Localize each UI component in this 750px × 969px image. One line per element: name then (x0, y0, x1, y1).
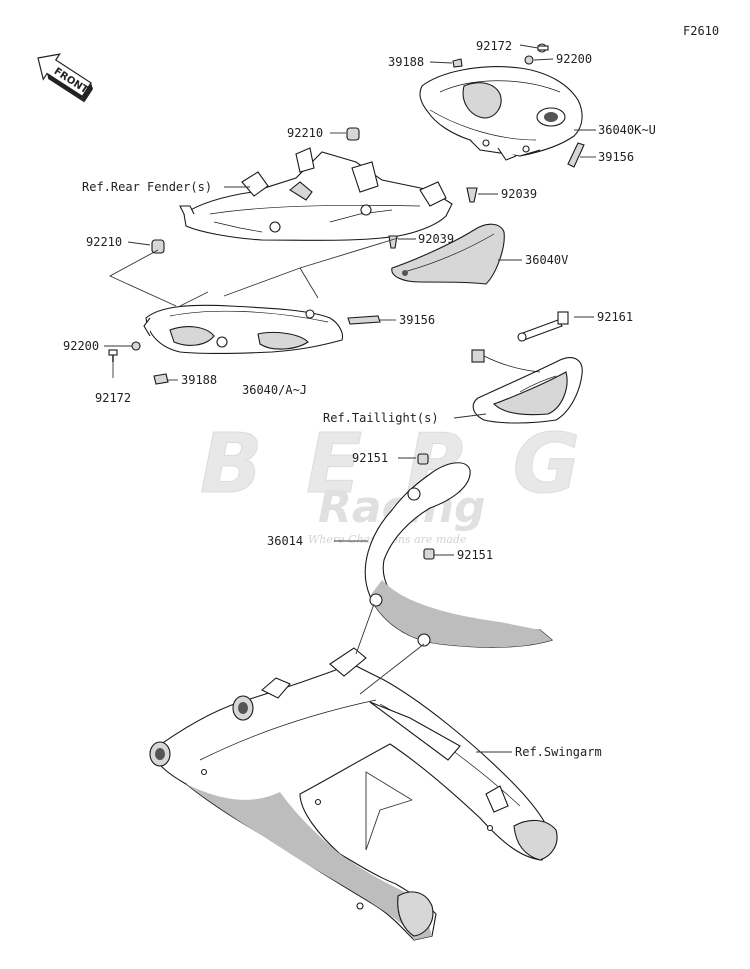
bolt-92151-top (417, 453, 429, 465)
callout-39188-left: 39188 (181, 373, 217, 387)
callout-39188-top: 39188 (388, 55, 424, 69)
callout-92172-left: 92172 (95, 391, 131, 405)
figure-code: F2610 (683, 24, 719, 38)
callout-92200-top: 92200 (556, 52, 592, 66)
callout-39156-mid: 39156 (399, 313, 435, 327)
upper-seat-cowl (419, 66, 583, 161)
front-arrow-icon: FRONT (37, 53, 94, 103)
grommet-92210-left (151, 239, 165, 254)
callout-92151-mid: 92151 (457, 548, 493, 562)
pad-39188-left (153, 373, 169, 385)
callout-ref-swingarm: Ref.Swingarm (515, 745, 602, 759)
cover-36040v (391, 223, 505, 285)
callout-92172-top: 92172 (476, 39, 512, 53)
chain-guard-36014 (364, 462, 554, 648)
callout-92039-a: 92039 (501, 187, 537, 201)
callout-36040aj: 36040/A~J (242, 383, 307, 397)
bolt-92172-left (108, 349, 118, 362)
callout-92161: 92161 (597, 310, 633, 324)
pad-39188-top (452, 58, 463, 68)
rear-fender (179, 147, 453, 241)
grommet-92210-top (346, 127, 360, 141)
strip-39156-top (567, 142, 585, 168)
callout-92200-left: 92200 (63, 339, 99, 353)
bolt-92172-top (537, 43, 549, 53)
callout-39156-top: 39156 (598, 150, 634, 164)
callout-ref-rear-fender: Ref.Rear Fender(s) (82, 180, 212, 194)
bracket-92161 (517, 311, 569, 342)
side-cover-36040aj (143, 304, 344, 355)
callout-92210-left: 92210 (86, 235, 122, 249)
nut-92200-top (524, 55, 534, 65)
callout-36014: 36014 (267, 534, 303, 548)
strip-39156-mid (347, 315, 381, 325)
callout-92151-top: 92151 (352, 451, 388, 465)
taillight (471, 349, 583, 424)
clip-92039-b (388, 235, 398, 249)
clip-92039-a (466, 187, 478, 203)
bolt-92151-mid (423, 548, 435, 560)
nut-92200-left (131, 341, 141, 351)
callout-92210-top: 92210 (287, 126, 323, 140)
callout-36040ku: 36040K~U (598, 123, 656, 137)
callout-92039-b: 92039 (418, 232, 454, 246)
leader-lines (104, 44, 596, 851)
callout-ref-taillight: Ref.Taillight(s) (323, 411, 439, 425)
swingarm (149, 647, 558, 941)
callout-36040v: 36040V (525, 253, 568, 267)
